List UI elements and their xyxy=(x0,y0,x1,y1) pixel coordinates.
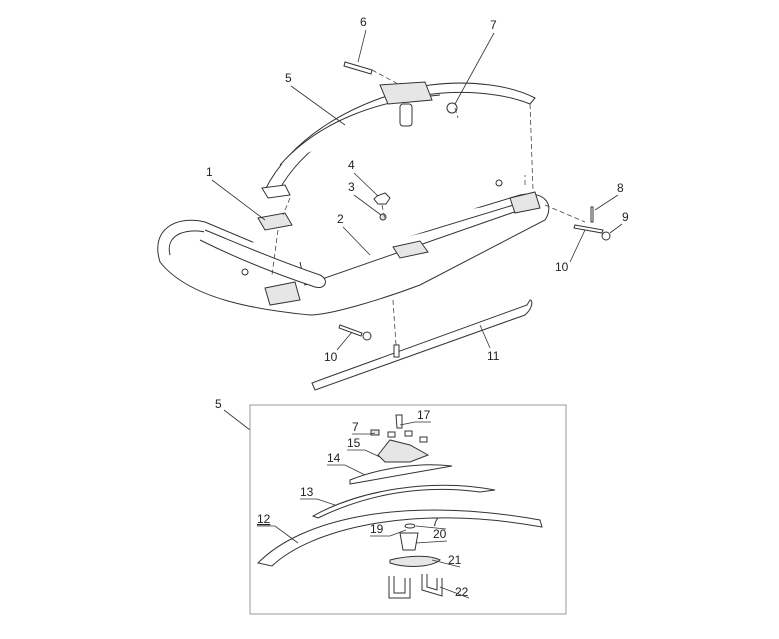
wear-bar-part-11 xyxy=(311,299,533,391)
callout-number: 7 xyxy=(432,515,439,529)
callout-number: 7 xyxy=(490,18,497,32)
callout-number: 7 xyxy=(352,420,359,434)
callout-number: 9 xyxy=(622,210,629,224)
callout-number: 13 xyxy=(300,485,314,499)
ski-body xyxy=(157,191,550,316)
callout-number: 22 xyxy=(455,585,469,599)
callout-number: 3 xyxy=(348,180,355,194)
callout-number: 10 xyxy=(324,350,338,364)
main-callouts: 6 7 5 4 3 1 2 8 9 10 10 11 5 xyxy=(206,15,629,431)
callout-number: 17 xyxy=(417,408,431,422)
washer-part-9 xyxy=(601,231,611,241)
inset-callouts: 7 17 15 14 13 12 7 19 20 21 22 xyxy=(257,408,470,599)
leaf-spring-assembly xyxy=(261,81,536,199)
callout-number: 14 xyxy=(327,451,341,465)
callout-number: 8 xyxy=(617,181,624,195)
callout-number: 15 xyxy=(347,436,361,450)
callout-number: 11 xyxy=(487,349,500,363)
callout-number: 19 xyxy=(370,522,384,536)
callout-number: 5 xyxy=(285,71,292,85)
pin-part-8 xyxy=(590,206,594,223)
callout-number: 6 xyxy=(360,15,367,29)
callout-number: 20 xyxy=(433,527,447,541)
callout-number: 5 xyxy=(215,397,222,411)
callout-number: 12 xyxy=(257,512,271,526)
callout-number: 4 xyxy=(348,158,355,172)
pin-part-10 xyxy=(573,224,604,234)
callout-number: 2 xyxy=(337,212,344,226)
bracket-part-1 xyxy=(257,212,293,231)
inset-frame xyxy=(249,404,567,615)
callout-number: 10 xyxy=(555,260,569,274)
callout-number: 21 xyxy=(448,553,462,567)
bolt-part-6 xyxy=(343,61,373,75)
inset-parts xyxy=(257,414,543,599)
callout-number: 1 xyxy=(206,165,213,179)
